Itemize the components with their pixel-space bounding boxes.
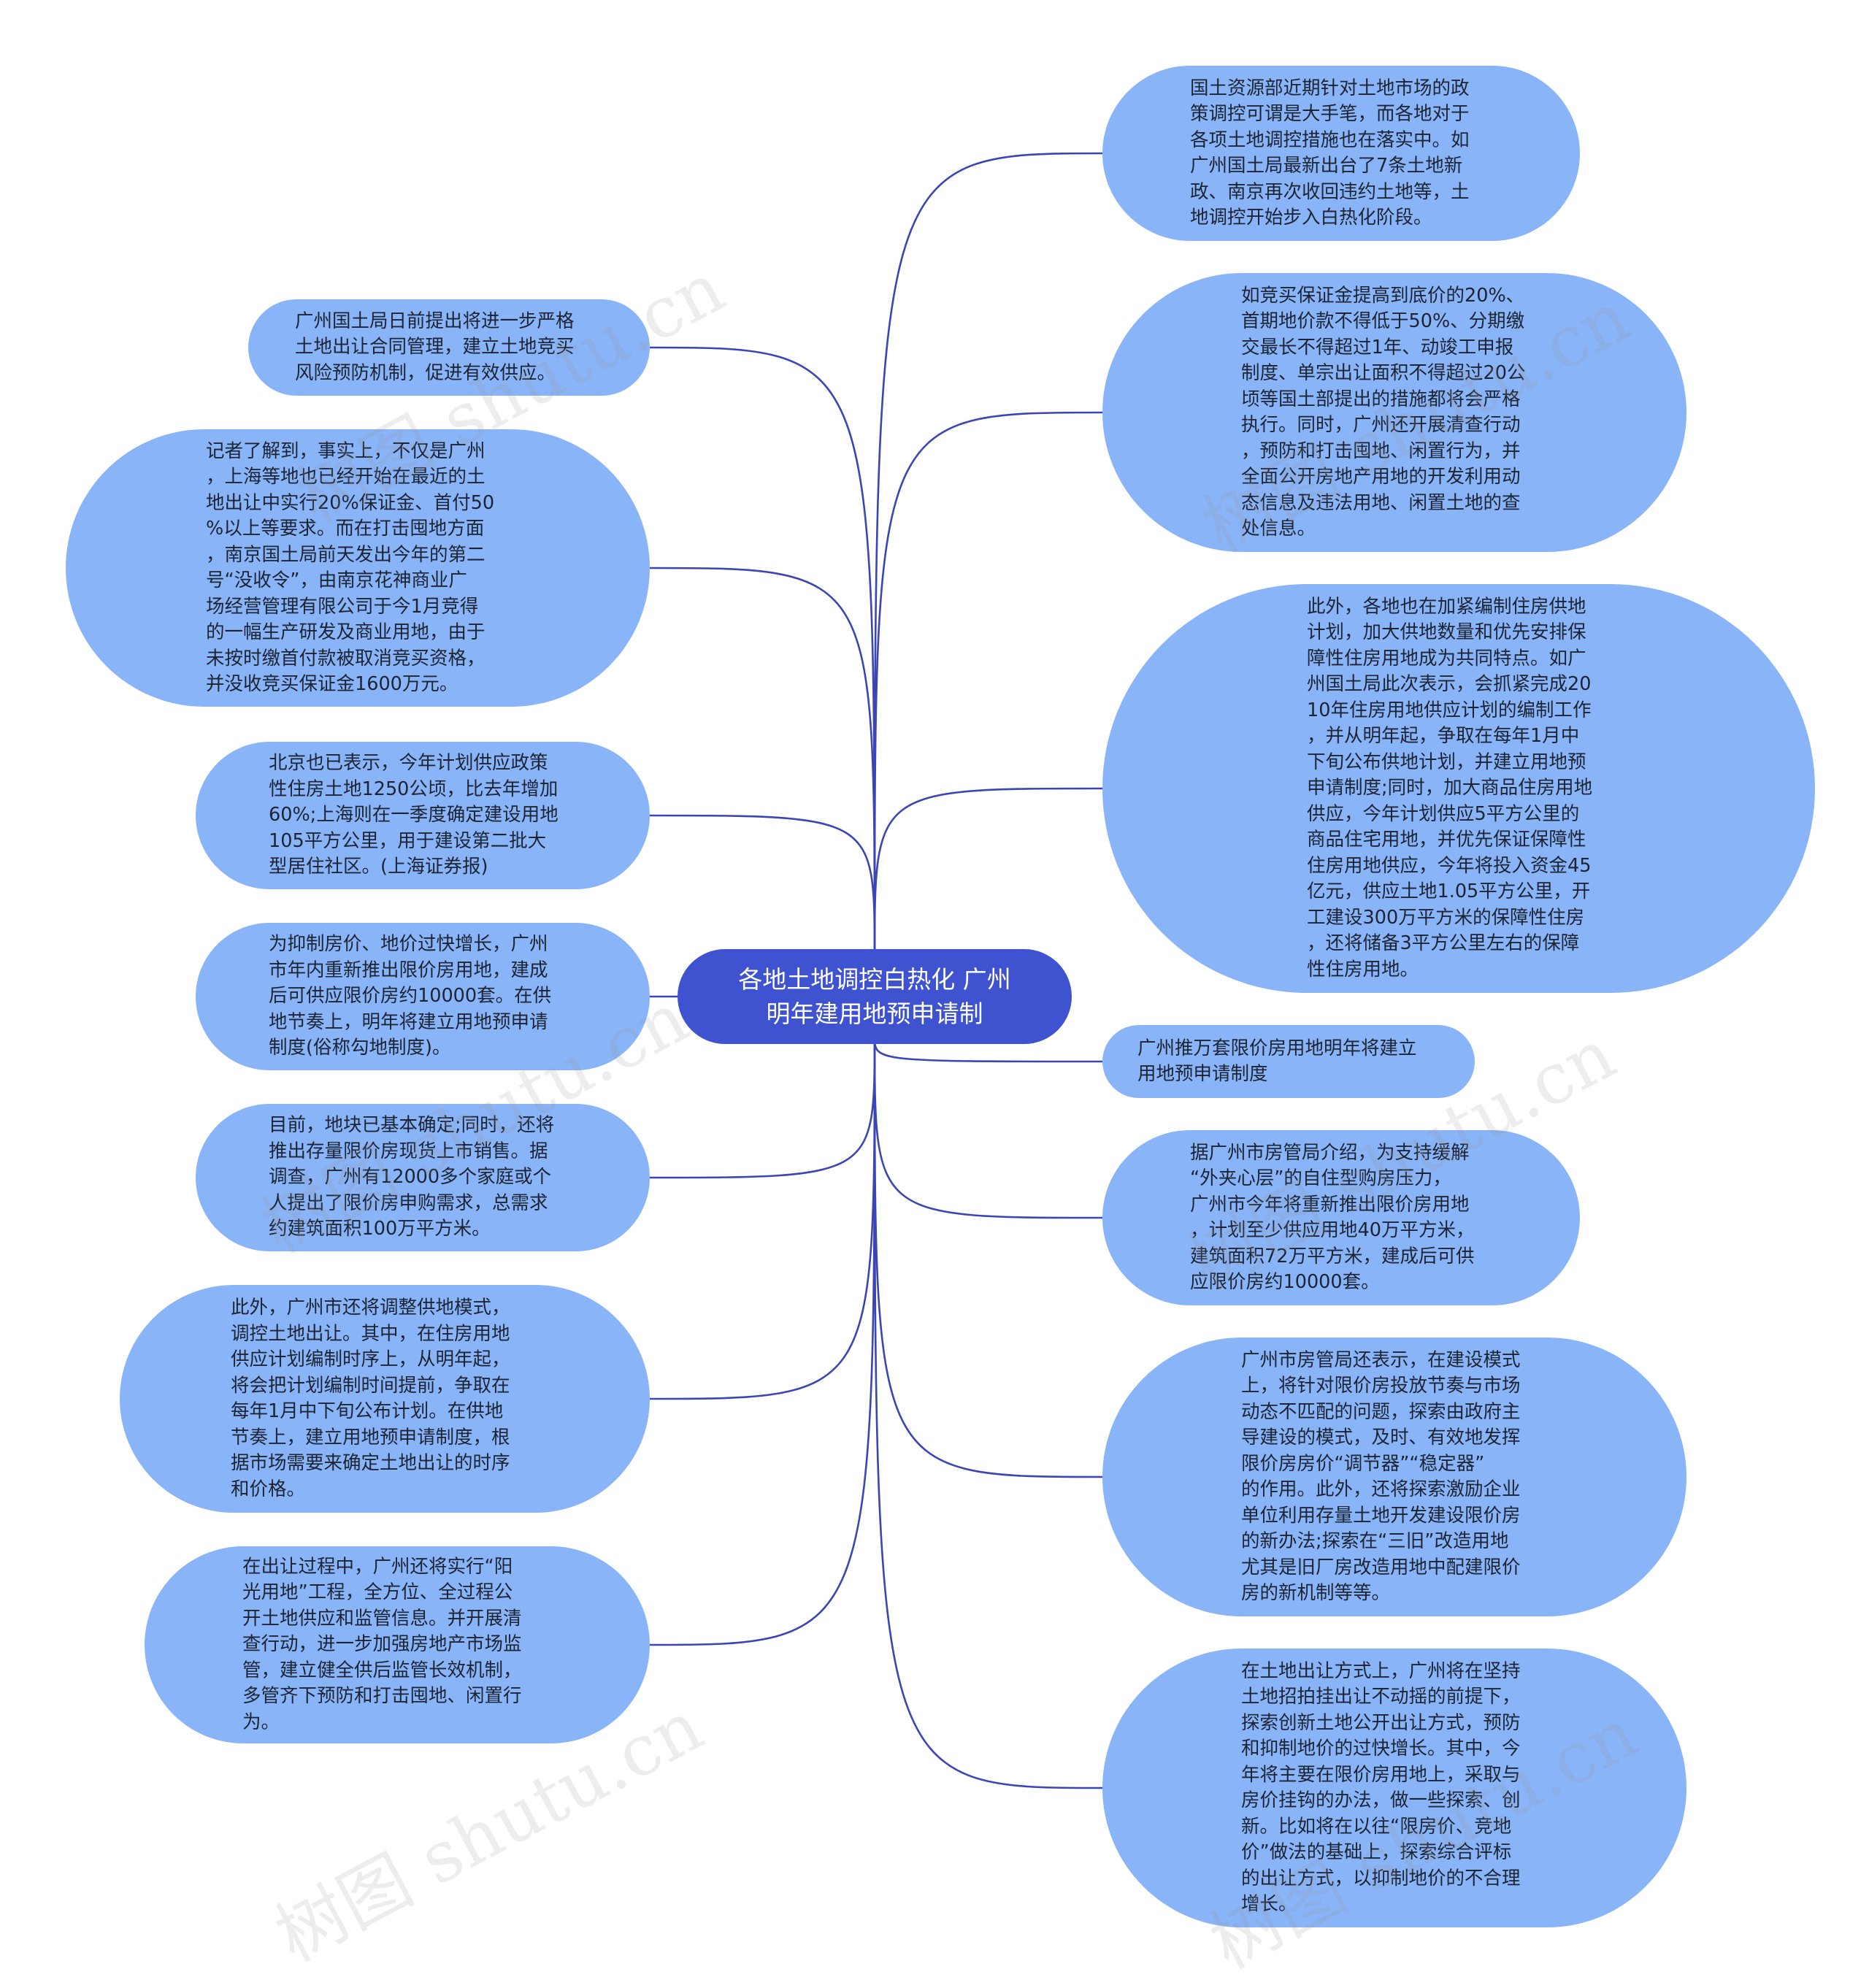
- right-node-2[interactable]: 如竞买保证金提高到底价的20%、 首期地价款不得低于50%、分期缴 交最长不得超…: [1102, 273, 1686, 552]
- right-node-5-text: 据广州市房管局介绍，为支持缓解 “外夹心层”的自住型购房压力， 广州市今年将重新…: [1190, 1141, 1475, 1294]
- central-topic[interactable]: 各地土地调控白热化 广州 明年建用地预申请制: [678, 949, 1072, 1044]
- left-node-7[interactable]: 在出让过程中，广州还将实行“阳 光用地”工程，全方位、全过程公 开土地供应和监管…: [145, 1546, 650, 1743]
- right-node-2-text: 如竞买保证金提高到底价的20%、 首期地价款不得低于50%、分期缴 交最长不得超…: [1241, 284, 1526, 540]
- left-node-1-text: 广州国土局日前提出将进一步严格 土地出让合同管理，建立土地竞买 风险预防机制，促…: [295, 310, 575, 384]
- right-node-1[interactable]: 国土资源部近期针对土地市场的政 策调控可谓是大手笔，而各地对于 各项土地调控措施…: [1102, 66, 1580, 241]
- left-connector-3: [649, 814, 876, 957]
- right-connector-3: [873, 787, 1103, 957]
- right-node-4[interactable]: 广州推万套限价房用地明年将建立 用地预申请制度: [1102, 1025, 1475, 1098]
- right-node-1-text: 国土资源部近期针对土地市场的政 策调控可谓是大手笔，而各地对于 各项土地调控措施…: [1190, 77, 1470, 229]
- left-node-3[interactable]: 北京也已表示，今年计划供应政策 性住房土地1250公顷，比去年增加 60%;上海…: [196, 742, 650, 889]
- left-node-1[interactable]: 广州国土局日前提出将进一步严格 土地出让合同管理，建立土地竞买 风险预防机制，促…: [248, 299, 650, 396]
- right-connector-6: [873, 1036, 1103, 1478]
- right-connector-5: [873, 1036, 1103, 1219]
- left-node-5[interactable]: 目前，地块已基本确定;同时，还将 推出存量限价房现货上市销售。据 调查，广州有1…: [196, 1104, 650, 1251]
- right-node-7[interactable]: 在土地出让方式上，广州将在坚持 土地招拍挂出让不动摇的前提下， 探索创新土地公开…: [1102, 1649, 1686, 1927]
- left-node-6-text: 此外，广州市还将调整供地模式， 调控土地出让。其中，在住房用地 供应计划编制时序…: [231, 1297, 510, 1500]
- left-connector-1: [649, 346, 876, 957]
- left-connector-5: [649, 1036, 876, 1179]
- right-connector-1: [873, 152, 1103, 957]
- left-node-6[interactable]: 此外，广州市还将调整供地模式， 调控土地出让。其中，在住房用地 供应计划编制时序…: [120, 1285, 650, 1513]
- right-connector-2: [873, 411, 1103, 957]
- central-topic-label: 各地土地调控白热化 广州 明年建用地预申请制: [738, 965, 1011, 1028]
- right-node-5[interactable]: 据广州市房管局介绍，为支持缓解 “外夹心层”的自住型购房压力， 广州市今年将重新…: [1102, 1130, 1580, 1305]
- right-node-6[interactable]: 广州市房管局还表示，在建设模式 上，将针对限价房投放节奏与市场 动态不匹配的问题…: [1102, 1338, 1686, 1616]
- left-node-2-text: 记者了解到，事实上，不仅是广州 ，上海等地也已经开始在最近的土 地出让中实行20…: [206, 440, 495, 696]
- right-node-7-text: 在土地出让方式上，广州将在坚持 土地招拍挂出让不动摇的前提下， 探索创新土地公开…: [1241, 1659, 1521, 1916]
- left-node-7-text: 在出让过程中，广州还将实行“阳 光用地”工程，全方位、全过程公 开土地供应和监管…: [242, 1555, 522, 1733]
- left-node-3-text: 北京也已表示，今年计划供应政策 性住房土地1250公顷，比去年增加 60%;上海…: [269, 752, 559, 878]
- left-connector-2: [649, 567, 876, 957]
- right-node-3-text: 此外，各地也在加紧编制住房供地 计划，加大供地数量和优先安排保 障性住房用地成为…: [1307, 595, 1593, 980]
- left-node-2[interactable]: 记者了解到，事实上，不仅是广州 ，上海等地也已经开始在最近的土 地出让中实行20…: [66, 429, 650, 707]
- left-node-5-text: 目前，地块已基本确定;同时，还将 推出存量限价房现货上市销售。据 调查，广州有1…: [269, 1114, 555, 1240]
- left-node-4-text: 为抑制房价、地价过快增长，广州 市年内重新推出限价房用地，建成 后可供应限价房约…: [269, 933, 552, 1059]
- left-connector-7: [649, 1036, 876, 1646]
- right-node-4-text: 广州推万套限价房用地明年将建立 用地预申请制度: [1137, 1037, 1417, 1086]
- left-connector-6: [649, 1036, 876, 1400]
- right-connector-7: [873, 1036, 1103, 1789]
- right-node-6-text: 广州市房管局还表示，在建设模式 上，将针对限价房投放节奏与市场 动态不匹配的问题…: [1241, 1348, 1521, 1605]
- left-node-4[interactable]: 为抑制房价、地价过快增长，广州 市年内重新推出限价房用地，建成 后可供应限价房约…: [196, 923, 650, 1070]
- right-node-3[interactable]: 此外，各地也在加紧编制住房供地 计划，加大供地数量和优先安排保 障性住房用地成为…: [1102, 584, 1815, 993]
